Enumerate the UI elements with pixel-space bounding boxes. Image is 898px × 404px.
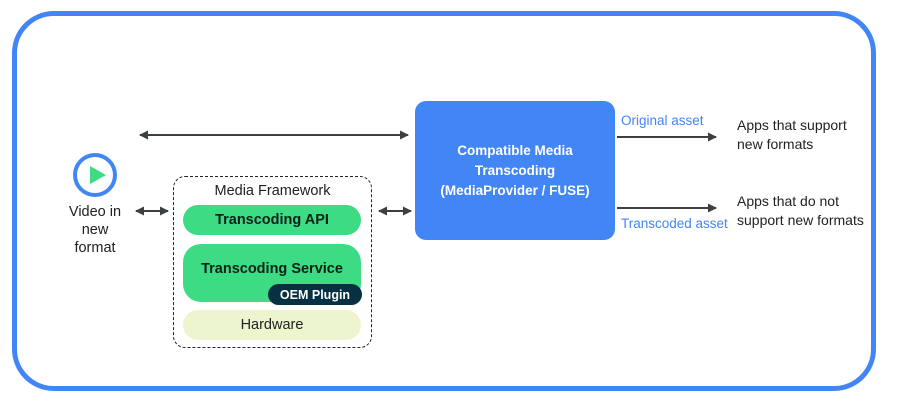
- transcoded-asset-edge-label: Transcoded asset: [621, 216, 728, 231]
- compatible-media-transcoding-node: Compatible Media Transcoding (MediaProvi…: [415, 101, 615, 240]
- play-ring: [73, 153, 117, 197]
- transcoding-api-block: Transcoding API: [183, 205, 361, 235]
- media-framework-title: Media Framework: [214, 183, 331, 199]
- apps-support-new-formats-label: Apps that support new formats: [737, 117, 847, 152]
- media-framework-container: [173, 176, 372, 348]
- hardware-block: Hardware: [183, 310, 361, 340]
- play-circle-icon: [73, 153, 117, 197]
- original-asset-edge-label: Original asset: [621, 113, 704, 128]
- oem-plugin-badge: OEM Plugin: [268, 284, 362, 305]
- apps-no-support-new-formats-label: Apps that do not support new formats: [737, 193, 864, 228]
- play-triangle-glyph: [90, 166, 106, 184]
- video-source-label: Video in new format: [68, 204, 122, 256]
